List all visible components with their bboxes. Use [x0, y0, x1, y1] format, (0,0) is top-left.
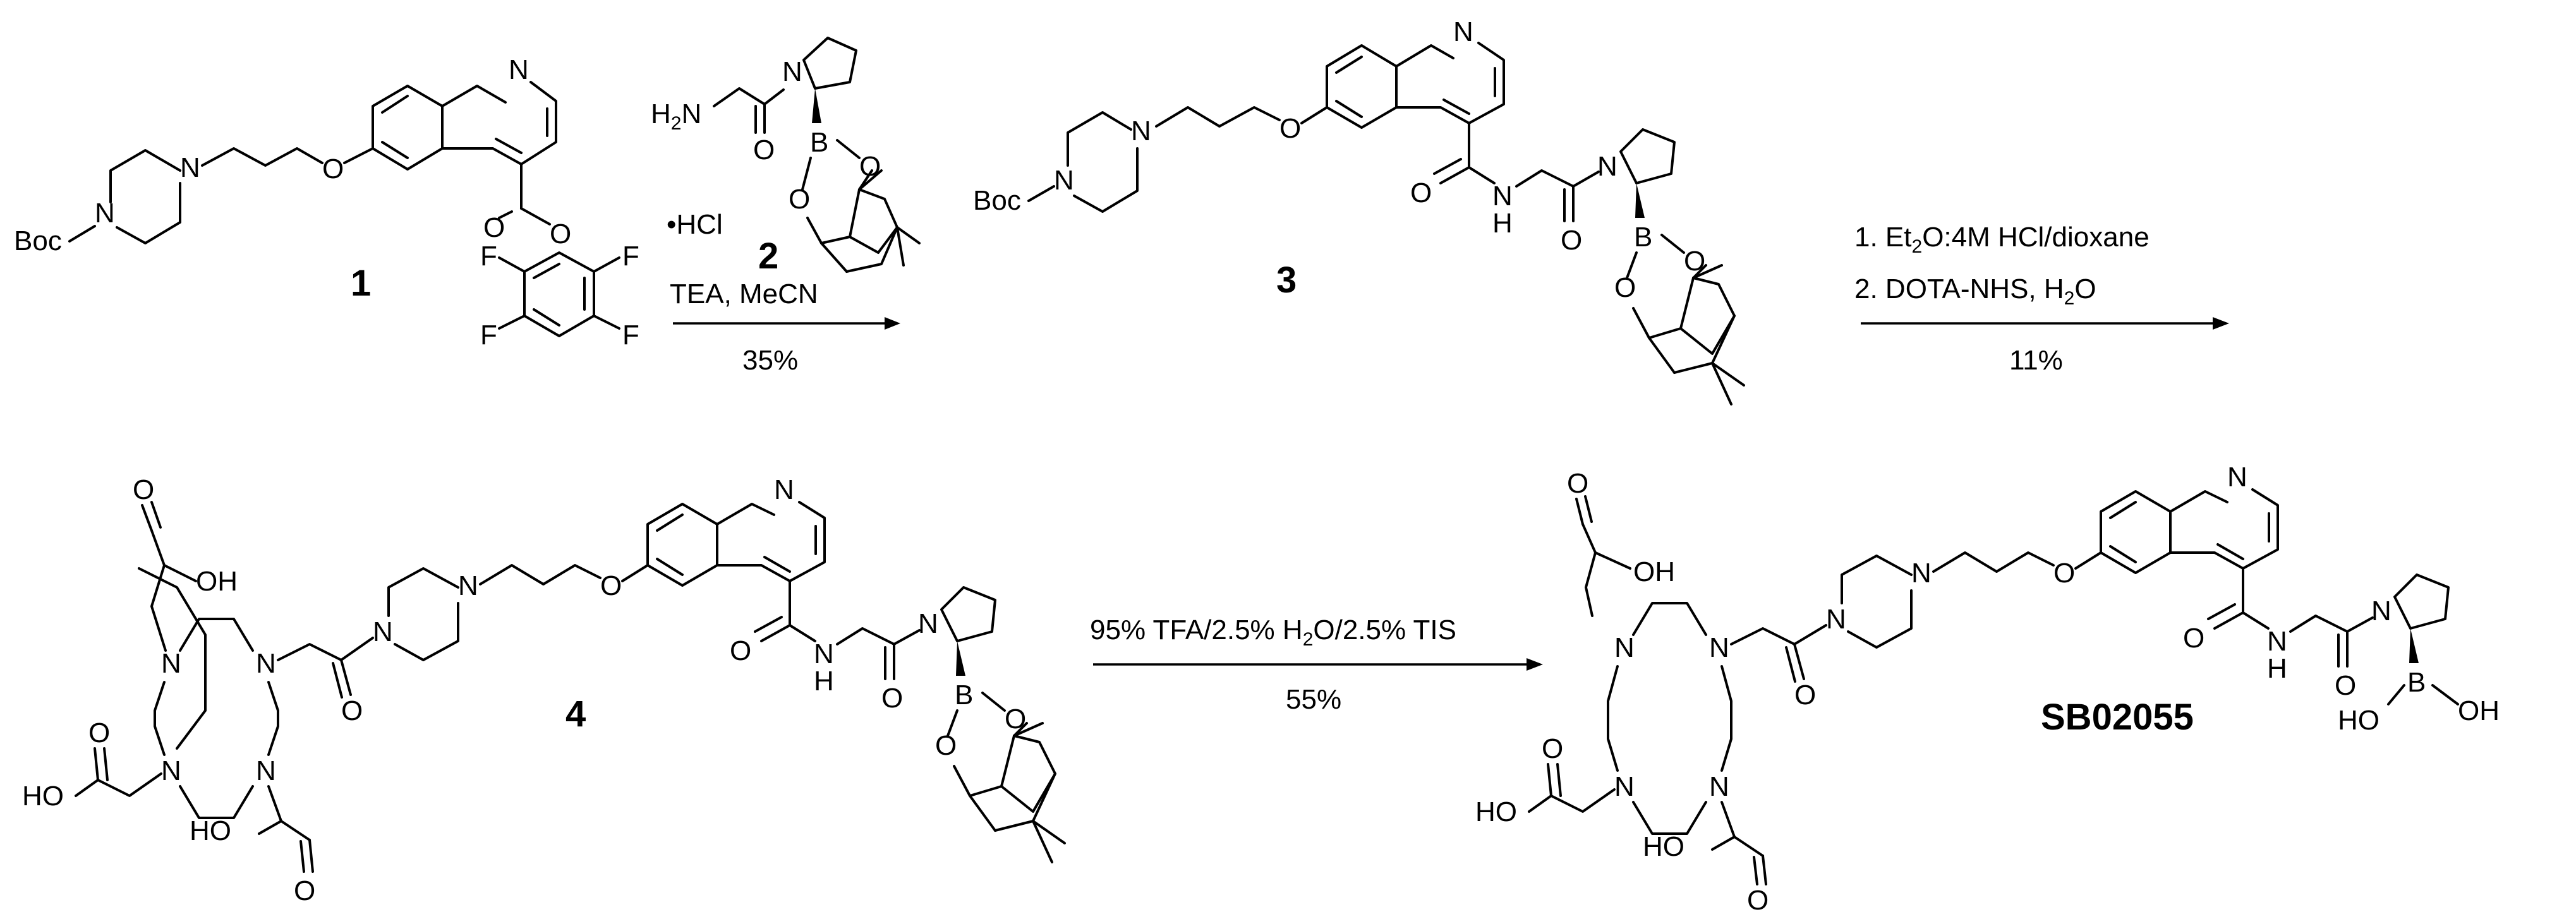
atom-n: N — [2267, 626, 2287, 657]
atom-n: N — [2227, 462, 2247, 493]
compound-1-label: 1 — [351, 263, 371, 304]
atom-b: B — [1634, 222, 1652, 253]
atom-o: O — [1005, 704, 1026, 735]
atom-o: O — [1561, 225, 1582, 256]
atom-o: O — [935, 730, 957, 761]
atom-o: O — [1794, 680, 1816, 711]
hydroxyl: OH — [2458, 695, 2500, 726]
atom-o: O — [341, 695, 363, 726]
atom-n: N — [95, 198, 115, 229]
atom-o: O — [1279, 113, 1301, 144]
atom-n: N — [1453, 16, 1473, 47]
atom-o: O — [2053, 558, 2075, 589]
compound-4-structure: N N N N O OH O HO HO O O N — [22, 474, 1066, 906]
atom-o: O — [322, 153, 344, 184]
atom-n: N — [373, 616, 393, 647]
atom-n: N — [1709, 771, 1729, 802]
step2-line1: 1. Et2O:4M HCl/dioxane — [1854, 222, 2150, 257]
atom-o: O — [2183, 623, 2204, 654]
boc-label: Boc — [973, 185, 1021, 216]
atom-o: O — [730, 635, 751, 666]
atom-f: F — [480, 320, 497, 351]
atom-h: H — [814, 666, 834, 697]
atom-n: N — [2371, 596, 2392, 627]
atom-o: O — [133, 474, 154, 505]
atom-o: O — [789, 184, 810, 215]
atom-n: N — [918, 608, 938, 639]
atom-n: N — [161, 648, 181, 679]
atom-n: N — [161, 755, 181, 786]
compound-1-structure: Boc N N O N O O F F F F — [14, 54, 639, 351]
hydroxyl: HO — [1475, 796, 1517, 827]
atom-h: H — [2267, 653, 2287, 684]
atom-f: F — [480, 241, 497, 272]
hcl-label: •HCl — [667, 209, 723, 240]
step1-conditions: TEA, MeCN — [670, 279, 818, 309]
hydroxyl: OH — [1633, 556, 1675, 587]
atom-n: N — [1597, 151, 1618, 182]
atom-o: O — [2335, 670, 2356, 701]
atom-n: N — [256, 755, 276, 786]
compound-3-structure: Boc N N O N O N H O N B O O — [973, 16, 1745, 405]
atom-n: N — [814, 639, 834, 669]
compound-3-label: 3 — [1276, 260, 1297, 301]
atom-b: B — [2407, 667, 2426, 698]
atom-o: O — [88, 717, 110, 748]
atom-o: O — [600, 570, 622, 601]
hydroxyl: HO — [22, 781, 64, 812]
arrowhead — [1527, 658, 1543, 671]
boc-label: Boc — [14, 225, 62, 256]
hydroxyl: OH — [196, 566, 238, 597]
atom-n: N — [1614, 632, 1635, 663]
hydroxyl: HO — [1643, 831, 1684, 862]
atom-n: N — [1054, 165, 1074, 196]
compound-2-label: 2 — [758, 236, 778, 277]
atom-o: O — [1684, 246, 1705, 277]
atom-n: N — [1911, 558, 1932, 589]
atom-f: F — [622, 320, 639, 351]
atom-b: B — [810, 127, 828, 158]
sb02055-structure: O OH N N N N O HO HO O O N N O — [1475, 462, 2500, 912]
atom-o: O — [1747, 885, 1769, 912]
step2-yield: 11% — [2009, 345, 2063, 376]
atom-n: N — [1614, 771, 1635, 802]
atom-h: H — [1492, 208, 1513, 239]
atom-o: O — [753, 135, 775, 165]
atom-o: O — [1614, 272, 1636, 303]
atom-n: N — [1131, 116, 1151, 147]
atom-n: N — [180, 152, 200, 183]
atom-o: O — [550, 219, 571, 249]
step2-line2: 2. DOTA-NHS, H2O — [1854, 273, 2096, 309]
hydroxyl: HO — [190, 815, 231, 846]
arrowhead — [885, 317, 900, 330]
compound-4-label: 4 — [565, 693, 586, 735]
arrowhead — [2213, 317, 2229, 330]
hydroxyl: HO — [2338, 705, 2379, 736]
atom-o: O — [881, 683, 903, 714]
atom-n: N — [774, 474, 794, 505]
atom-b: B — [955, 680, 973, 711]
atom-n: N — [782, 56, 802, 87]
atom-n: N — [256, 648, 276, 679]
step1-yield: 35% — [742, 345, 798, 376]
atom-o: O — [294, 875, 315, 906]
atom-n: N — [1492, 181, 1513, 212]
h2n-label: H2N — [651, 99, 701, 134]
atom-n: N — [1826, 604, 1846, 635]
atom-o: O — [1542, 733, 1563, 764]
atom-n: N — [1709, 632, 1729, 663]
step3-conditions: 95% TFA/2.5% H2O/2.5% TIS — [1090, 615, 1456, 650]
atom-o: O — [1410, 177, 1432, 208]
step3-yield: 55% — [1286, 684, 1341, 715]
atom-n: N — [509, 54, 529, 85]
atom-o: O — [1567, 468, 1588, 499]
atom-o: O — [859, 151, 881, 182]
sb02055-label: SB02055 — [2041, 697, 2194, 738]
compound-2-structure: H2N O N B O O — [651, 37, 921, 273]
atom-f: F — [622, 241, 639, 272]
atom-n: N — [458, 570, 478, 601]
